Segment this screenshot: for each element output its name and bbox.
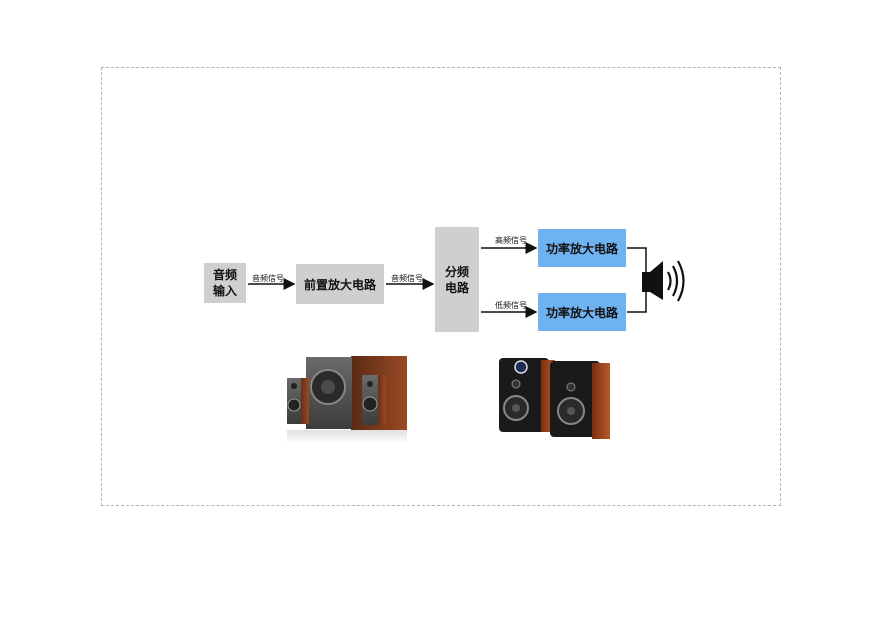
- signal-label-low: 低频信号: [495, 301, 527, 310]
- preamp-block: 前置放大电路: [296, 264, 384, 304]
- crossover-line2: 电路: [444, 280, 469, 295]
- power-amp-low-label: 功率放大电路: [545, 305, 618, 320]
- preamp-label: 前置放大电路: [303, 277, 376, 292]
- audio-input-line2: 输入: [212, 284, 237, 298]
- crossover-line1: 分频: [444, 264, 469, 279]
- audio-input-block: 音频 输入: [204, 263, 246, 303]
- diagram-frame: [101, 67, 781, 506]
- signal-label-preamp: 音频信号: [391, 274, 423, 283]
- crossover-block: 分频 电路: [435, 227, 479, 332]
- audio-input-line1: 音频: [212, 268, 237, 282]
- power-amp-low-block: 功率放大电路: [538, 293, 626, 331]
- signal-label-input: 音频信号: [252, 274, 284, 283]
- signal-label-high: 高频信号: [495, 236, 527, 245]
- power-amp-high-label: 功率放大电路: [545, 241, 618, 256]
- power-amp-high-block: 功率放大电路: [538, 229, 626, 267]
